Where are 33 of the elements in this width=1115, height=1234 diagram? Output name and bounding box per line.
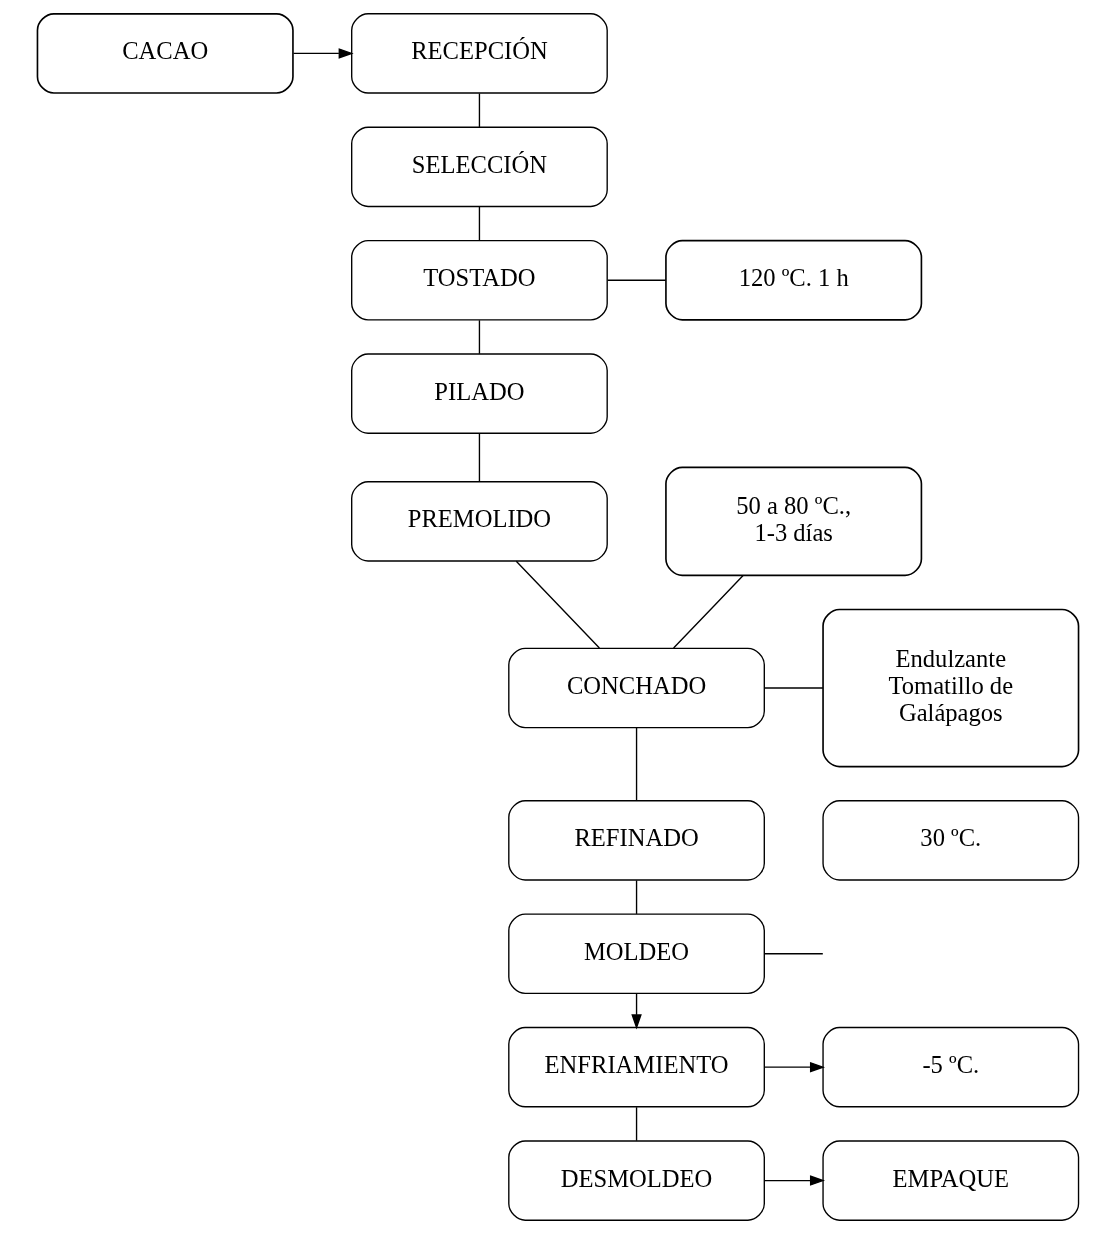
node-box: CACAO <box>36 13 294 94</box>
connector <box>478 92 480 128</box>
node-box: 50 a 80 ºC., 1-3 días <box>664 466 922 577</box>
node-box: DESMOLDEO <box>507 1140 765 1221</box>
connector <box>478 319 480 355</box>
node-box: TOSTADO <box>350 239 608 321</box>
node-box: EMPAQUE <box>821 1140 1079 1221</box>
arrow <box>630 993 642 1030</box>
connector <box>515 560 600 649</box>
node-box: Endulzante Tomatillo de Galápagos <box>821 608 1079 768</box>
connector <box>635 1106 637 1142</box>
connector <box>763 953 823 955</box>
arrow <box>763 1175 825 1186</box>
node-box: PREMOLIDO <box>350 481 608 562</box>
connector <box>763 687 824 689</box>
node-box: PILADO <box>350 353 608 434</box>
node-box: ENFRIAMIENTO <box>507 1026 765 1108</box>
arrow <box>763 1061 825 1073</box>
connector <box>478 433 480 483</box>
node-box: MOLDEO <box>507 913 765 995</box>
connector <box>478 206 480 242</box>
connector <box>606 279 666 281</box>
node-box: 120 ºC. 1 h <box>664 239 922 321</box>
connector <box>635 879 637 915</box>
node-box: REFINADO <box>507 800 765 881</box>
connector <box>635 727 637 802</box>
node-box: CONCHADO <box>507 647 765 729</box>
node-box: -5 ºC. <box>821 1026 1079 1108</box>
arrow <box>292 48 354 59</box>
node-box: RECEPCIÓN <box>350 13 608 94</box>
node-box: SELECCIÓN <box>350 126 608 208</box>
connector <box>672 574 744 649</box>
node-box: 30 ºC. <box>821 800 1079 881</box>
